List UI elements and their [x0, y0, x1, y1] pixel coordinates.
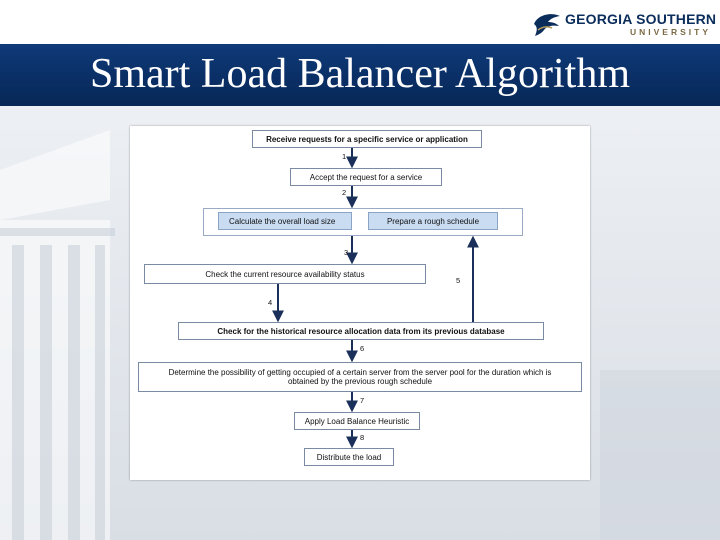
step-number: 8 — [360, 433, 365, 442]
flowchart-panel: Receive requests for a specific service … — [130, 126, 590, 480]
step-number: 1 — [342, 152, 347, 161]
step-number: 7 — [360, 396, 365, 405]
step-check-resource: Check the current resource availability … — [144, 264, 426, 284]
step-number: 2 — [342, 188, 347, 197]
flowchart-connectors — [272, 148, 479, 449]
step-number: 4 — [268, 298, 273, 307]
title-band — [0, 44, 720, 106]
step-receive-requests: Receive requests for a specific service … — [252, 130, 482, 148]
step-check-history: Check for the historical resource alloca… — [178, 322, 544, 340]
background-building-illustration — [0, 130, 720, 540]
step-accept-request: Accept the request for a service — [290, 168, 442, 186]
step-calculate-load: Calculate the overall load size — [218, 212, 352, 230]
step-number: 6 — [360, 344, 365, 353]
slide-title: Smart Load Balancer Algorithm — [89, 51, 631, 97]
step-number: 5 — [456, 276, 461, 285]
step-number: 3 — [344, 248, 349, 257]
determine-text-line-2: obtained by the previous rough schedule — [287, 377, 433, 386]
logo-text-primary: GEORGIA SOUTHERN — [565, 11, 717, 27]
logo-text-secondary: UNIVERSITY — [630, 27, 712, 37]
step-distribute-load: Distribute the load — [304, 448, 394, 466]
step-determine-possibility: Determine the possibility of getting occ… — [138, 362, 582, 392]
eagle-icon — [534, 14, 560, 37]
determine-text-line-1: Determine the possibility of getting occ… — [168, 368, 552, 377]
step-prepare-schedule: Prepare a rough schedule — [368, 212, 498, 230]
step-apply-heuristic: Apply Load Balance Heuristic — [294, 412, 420, 430]
header-bar — [0, 0, 720, 44]
university-logo: GEORGIA SOUTHERN UNIVERSITY — [532, 10, 716, 40]
